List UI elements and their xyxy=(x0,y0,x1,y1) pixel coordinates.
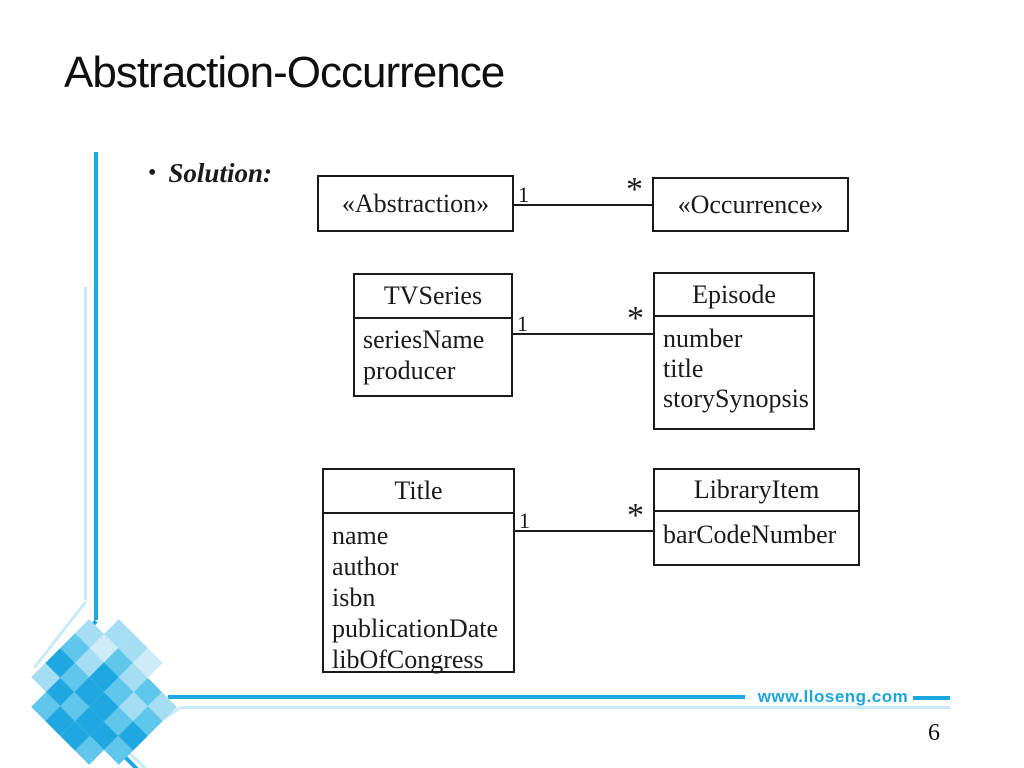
attribute: number xyxy=(663,324,743,353)
multiplicity-right: * xyxy=(627,497,644,534)
left-accent-line xyxy=(94,152,98,620)
bullet-label: Solution: xyxy=(168,158,272,188)
bullet-item: • Solution: xyxy=(148,158,272,189)
uml-class-box-occurrence: «Occurrence» xyxy=(652,177,849,232)
attribute: isbn xyxy=(332,583,376,612)
uml-class-box-libraryitem: LibraryItem barCodeNumber xyxy=(653,468,860,566)
multiplicity-right: * xyxy=(627,300,644,337)
class-name: «Occurrence» xyxy=(677,190,824,219)
bottom-accent-line-cap xyxy=(913,696,950,700)
bottom-accent-line-pale xyxy=(181,706,950,709)
association-line xyxy=(514,204,652,206)
multiplicity-left: 1 xyxy=(519,508,530,533)
multiplicity-right: * xyxy=(626,171,643,208)
uml-class-box-title: Title name author isbn publicationDate l… xyxy=(322,468,515,675)
bottom-accent-line xyxy=(168,695,745,699)
class-name: LibraryItem xyxy=(693,475,820,504)
mosaic-diamond xyxy=(16,604,191,768)
attribute: seriesName xyxy=(363,325,485,354)
uml-class-box-episode: Episode number title storySynopsis xyxy=(653,272,815,430)
uml-class-box-abstraction: «Abstraction» xyxy=(317,175,514,232)
bullet-icon: • xyxy=(148,160,157,186)
class-name: Episode xyxy=(692,280,776,309)
attribute: publicationDate xyxy=(332,614,499,643)
attribute: name xyxy=(332,521,389,550)
attribute-list: seriesName producer xyxy=(355,317,511,386)
attribute: libOfCongress xyxy=(332,645,484,674)
attribute: producer xyxy=(363,356,456,385)
multiplicity-left: 1 xyxy=(518,182,529,207)
class-name: Title xyxy=(394,476,443,505)
attribute-list: barCodeNumber xyxy=(655,510,858,553)
left-accent-line-pale xyxy=(84,287,87,600)
attribute: barCodeNumber xyxy=(663,520,837,549)
class-name: «Abstraction» xyxy=(341,189,490,218)
association-line xyxy=(513,333,653,335)
attribute-list: number title storySynopsis xyxy=(655,315,813,414)
attribute-list: name author isbn publicationDate libOfCo… xyxy=(324,512,513,675)
attribute: title xyxy=(663,354,704,383)
attribute: author xyxy=(332,552,399,581)
slide-title: Abstraction-Occurrence xyxy=(64,48,505,97)
footer-link: www.lloseng.com xyxy=(757,687,909,706)
association-line xyxy=(515,530,653,532)
attribute: storySynopsis xyxy=(663,384,809,413)
multiplicity-left: 1 xyxy=(517,311,528,336)
uml-class-box-tvseries: TVSeries seriesName producer xyxy=(353,273,513,397)
class-name: TVSeries xyxy=(383,281,483,310)
page-number: 6 xyxy=(928,720,940,746)
